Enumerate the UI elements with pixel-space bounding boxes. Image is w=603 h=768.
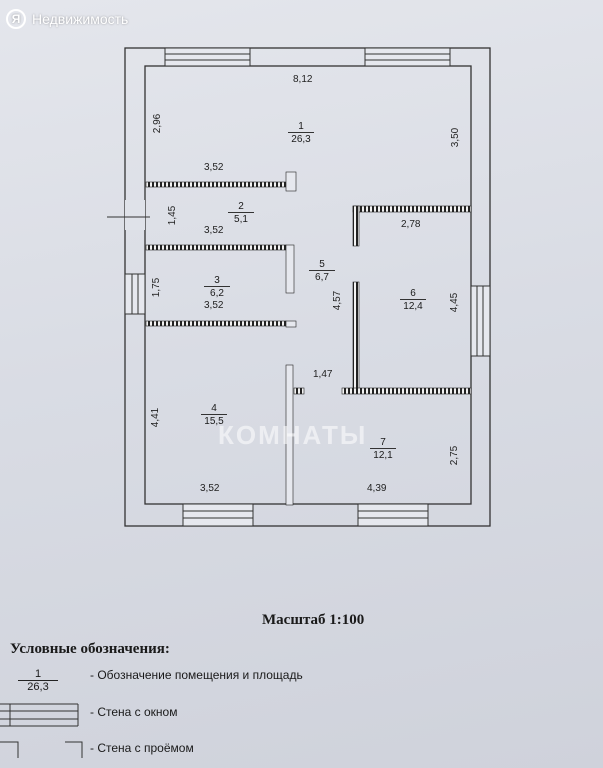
legend-opening-wall-icon (0, 741, 83, 758)
dim-room7-bottom: 4,39 (367, 483, 387, 494)
scale-label: Масштаб 1:100 (262, 612, 365, 628)
dim-room2-bottom: 3,52 (204, 225, 224, 236)
window-right (470, 285, 491, 357)
dim-room1-left: 2,96 (152, 113, 164, 134)
legend-window-wall-icon (0, 703, 79, 727)
dim-room4-bottom: 3,52 (200, 483, 220, 494)
window-bottom-right (357, 503, 429, 527)
dim-room4-left: 4,41 (150, 407, 162, 428)
legend-item-opening: - Стена с проёмом (90, 741, 194, 755)
brand-watermark: Я Недвижимость (6, 6, 128, 32)
dim-room2-left: 1,45 (167, 205, 179, 226)
dim-room5-left: 4,57 (332, 290, 344, 311)
dim-room1-right: 3,50 (450, 127, 462, 148)
dim-room6-right: 4,45 (449, 292, 461, 313)
brand-name: Недвижимость (32, 11, 129, 27)
dim-room7-right: 2,75 (449, 445, 461, 466)
outer-wall-outer (124, 47, 491, 527)
legend-title: Условные обозначения: (10, 641, 170, 657)
dim-top: 8,12 (293, 74, 313, 85)
legend-item-window: - Стена с окном (90, 705, 178, 719)
window-top-right (364, 47, 451, 67)
dim-room3-bottom: 3,52 (204, 300, 224, 311)
yandex-logo-icon: Я (6, 9, 26, 29)
entrance-opening (107, 200, 150, 230)
dim-room1-bottom: 3,52 (204, 162, 224, 173)
window-left (124, 273, 146, 315)
legend-room-sample: 1 26,3 (18, 668, 58, 693)
dim-room5-door: 1,47 (313, 369, 333, 380)
window-top (164, 47, 251, 67)
legend-item-room: - Обозначение помещения и площадь (90, 668, 303, 682)
window-bottom-left (182, 503, 254, 527)
dim-room3-left: 1,75 (151, 277, 163, 298)
interior-walls (145, 171, 472, 506)
dim-room6-top: 2,78 (401, 219, 421, 230)
komnaty-watermark: КОМНАТЫ (218, 420, 368, 450)
